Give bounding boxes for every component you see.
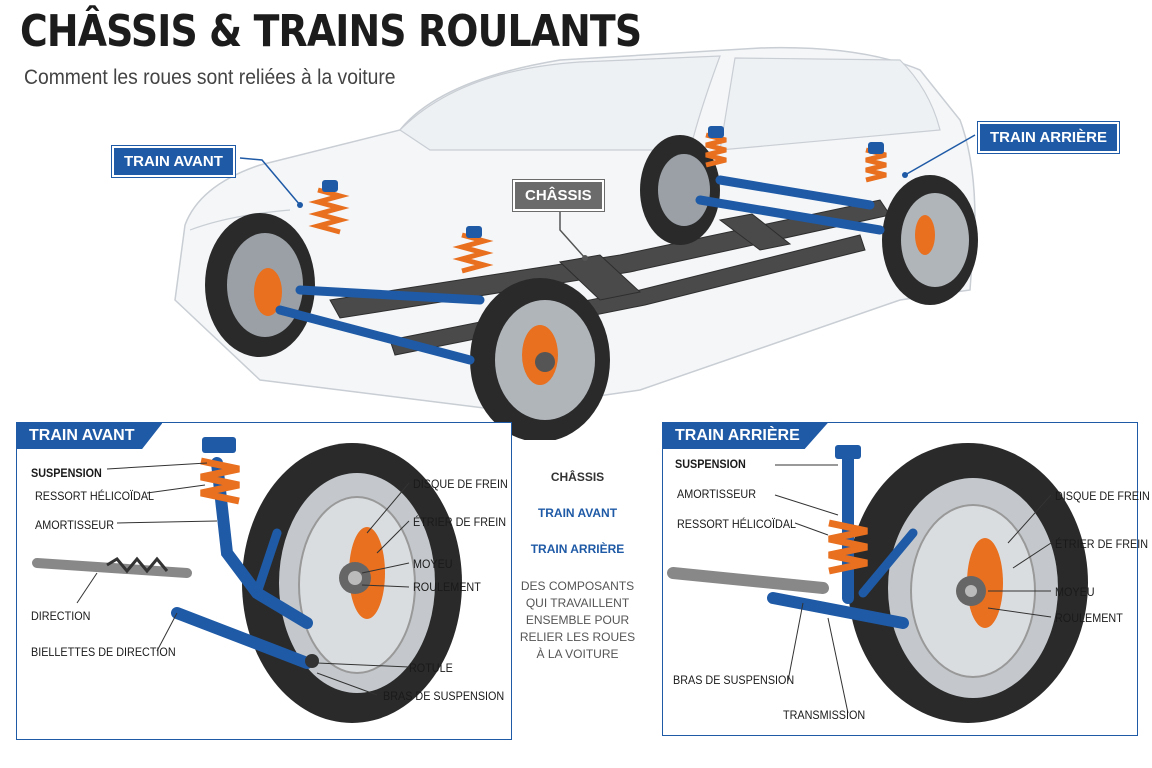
label-bras: BRAS DE SUSPENSION <box>673 673 795 687</box>
front-axle-panel: TRAIN AVANT SUS <box>16 422 512 740</box>
legend-description: DES COMPOSANTS QUI TRAVAILLENT ENSEMBLE … <box>519 579 636 661</box>
legend: CHÂSSIS TRAIN AVANT TRAIN ARRIÈRE DES CO… <box>515 470 640 675</box>
spring-icon <box>308 132 887 274</box>
label-moyeu: MOYEU <box>1055 585 1095 599</box>
label-suspension: SUSPENSION <box>675 457 746 471</box>
legend-train-arriere: TRAIN ARRIÈRE <box>530 542 625 556</box>
label-etrier: ÉTRIER DE FREIN <box>413 515 507 529</box>
front-axle-illustration <box>32 437 462 723</box>
tag-train-avant: TRAIN AVANT <box>112 146 235 177</box>
front-right-wheel <box>470 278 610 440</box>
page-title: CHÂSSIS & TRAINS ROULANTS <box>20 6 642 57</box>
label-moyeu: MOYEU <box>413 557 453 571</box>
front-panel-title: TRAIN AVANT <box>17 423 163 449</box>
label-ressort: RESSORT HÉLICOÏDAL <box>35 489 155 503</box>
rear-axle-illustration <box>667 443 1088 723</box>
page-subtitle: Comment les roues sont reliées à la voit… <box>24 66 396 89</box>
label-rotule: ROTULE <box>409 661 453 675</box>
rear-right-wheel <box>882 175 978 305</box>
label-roulement: ROULEMENT <box>413 580 481 594</box>
label-disque: DISQUE DE FREIN <box>413 477 508 491</box>
tag-chassis: CHÂSSIS <box>513 180 604 211</box>
rear-left-wheel <box>640 135 720 245</box>
rear-axle-panel: TRAIN ARRIÈRE SUSPENSION AMORTISSEUR RES… <box>662 422 1150 736</box>
label-suspension: SUSPENSION <box>31 466 102 480</box>
car-chassis-illustration <box>174 46 978 440</box>
label-bras: BRAS DE SUSPENSION <box>383 689 505 703</box>
legend-chassis: CHÂSSIS <box>550 470 605 484</box>
label-transmission: TRANSMISSION <box>783 708 866 722</box>
label-amortisseur: AMORTISSEUR <box>677 487 757 501</box>
label-etrier: ÉTRIER DE FREIN <box>1055 537 1149 551</box>
label-roulement: ROULEMENT <box>1055 611 1123 625</box>
tag-train-arriere: TRAIN ARRIÈRE <box>978 122 1119 153</box>
label-biellettes: BIELLETTES DE DIRECTION <box>31 645 176 659</box>
label-amortisseur: AMORTISSEUR <box>35 518 115 532</box>
legend-train-avant: TRAIN AVANT <box>537 506 618 520</box>
front-left-wheel <box>205 213 315 357</box>
label-direction: DIRECTION <box>31 609 91 623</box>
label-ressort: RESSORT HÉLICOÏDAL <box>677 517 797 531</box>
label-disque: DISQUE DE FREIN <box>1055 489 1150 503</box>
rear-panel-title: TRAIN ARRIÈRE <box>663 423 828 449</box>
